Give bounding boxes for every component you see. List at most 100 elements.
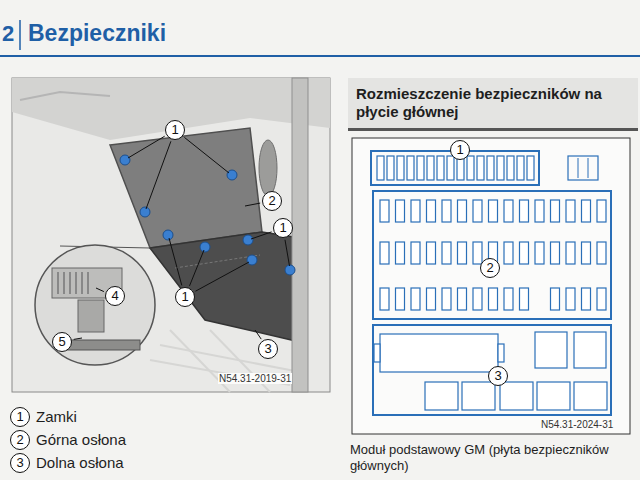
fuse-slot: [425, 382, 458, 410]
fuse-slot: [535, 242, 544, 264]
fuse-slot: [551, 288, 560, 310]
callout-number: 4: [105, 286, 125, 306]
fuse-slot: [473, 288, 482, 310]
part-name: Dolna osłona: [36, 454, 124, 471]
part-name: Górna osłona: [36, 431, 126, 448]
fuse-slot: [411, 288, 420, 310]
fuse-slot: [387, 156, 394, 180]
fuse-slot: [582, 200, 591, 222]
fuse-slot: [396, 288, 405, 310]
callout-number: 1: [10, 407, 30, 427]
fuse-slot: [500, 382, 533, 410]
fuse-slot: [473, 200, 482, 222]
callout-number: 3: [258, 339, 278, 359]
fuse-slot: [537, 382, 570, 410]
fuse-slot: [442, 288, 451, 310]
fuse-slot: [520, 288, 529, 310]
header-separator: [19, 20, 21, 50]
fuse-slot: [551, 242, 560, 264]
figure-caption: Moduł podstawowy GM (płyta bezpieczników…: [350, 442, 635, 474]
fuse-slot: [527, 156, 534, 180]
air-vent: [259, 140, 277, 196]
fuse-slot: [458, 242, 467, 264]
callout-number: 1: [450, 140, 470, 160]
figure-code: N54.31-2024-31: [540, 419, 614, 430]
fuse-slot: [380, 200, 389, 222]
fuse-slot: [566, 200, 575, 222]
heading-text: Rozmieszczenie bezpieczników na płycie g…: [356, 85, 630, 121]
fuse-slot: [458, 200, 467, 222]
fuse-slot: [551, 200, 560, 222]
fuse-slot: [442, 242, 451, 264]
fuse-slot: [377, 156, 384, 180]
fuse-slot: [566, 288, 575, 310]
callout-number: 5: [52, 332, 72, 352]
fuse-slot: [427, 288, 436, 310]
relay-pin: [588, 158, 589, 178]
fuse-zone: 1: [370, 150, 540, 186]
fuse-slot: [374, 344, 380, 362]
callout-number: 2: [262, 191, 282, 211]
fuse-slots: [374, 156, 607, 410]
fuse-slot: [458, 288, 467, 310]
fuse-slot: [411, 242, 420, 264]
part-name: Zamki: [36, 408, 77, 425]
dashboard: [12, 78, 330, 140]
figure-code: N54.31-2019-31: [218, 373, 292, 384]
fuse-slot: [380, 242, 389, 264]
upper-cover: [110, 128, 262, 248]
callout-number: 3: [488, 366, 508, 386]
header-rule: [0, 55, 640, 57]
fuse-slot: [427, 242, 436, 264]
fuse-slot: [582, 288, 591, 310]
lock-screws: [120, 155, 295, 275]
fuse-slot: [497, 156, 504, 180]
cover-seam: [175, 255, 260, 268]
fuse-slot: [582, 242, 591, 264]
fuse-slot: [574, 332, 606, 368]
page-title: Bezpieczniki: [28, 20, 166, 47]
section-heading: Rozmieszczenie bezpieczników na płycie g…: [348, 78, 638, 131]
fuse-slot: [520, 200, 529, 222]
door-pillar: [292, 78, 308, 392]
fuse-slot: [411, 200, 420, 222]
fuse-slot: [489, 200, 498, 222]
relay-slot: [568, 156, 598, 180]
fuse-slot: [535, 332, 567, 368]
fuse-slot: [427, 200, 436, 222]
fuse-slot: [504, 242, 513, 264]
fuse-slot: [597, 242, 606, 264]
fuse-slot: [396, 242, 405, 264]
fuse-board: [352, 138, 630, 434]
fuse-slot: [380, 288, 389, 310]
callout-number: 1: [175, 287, 195, 307]
callout-number: 3: [10, 453, 30, 473]
callout-number: 2: [480, 258, 500, 278]
fuse-slot: [417, 156, 424, 180]
fuse-slot: [498, 344, 504, 362]
leader-lines: [74, 136, 290, 339]
fuse-slot: [397, 156, 404, 180]
fuse-slot: [407, 156, 414, 180]
fuse-slot: [597, 288, 606, 310]
callout-number: 1: [165, 120, 185, 140]
fuse-slot: [473, 242, 482, 264]
callout-number: 2: [10, 430, 30, 450]
fuse-slot: [574, 382, 607, 410]
fuse-slot: [487, 156, 494, 180]
fuse-slot: [566, 242, 575, 264]
fuse-slot: [507, 156, 514, 180]
fuse-slot: [489, 288, 498, 310]
fuse-zone: 2: [372, 190, 612, 320]
fuse-slot: [447, 156, 454, 180]
fuse-slot: [535, 200, 544, 222]
callout-number: 1: [273, 218, 293, 238]
fuse-slot: [467, 156, 474, 180]
fuse-slot: [504, 200, 513, 222]
lower-cover: [150, 232, 300, 342]
fuse-slot: [520, 242, 529, 264]
page-number: 2: [2, 21, 14, 47]
fuse-slot: [380, 334, 498, 372]
